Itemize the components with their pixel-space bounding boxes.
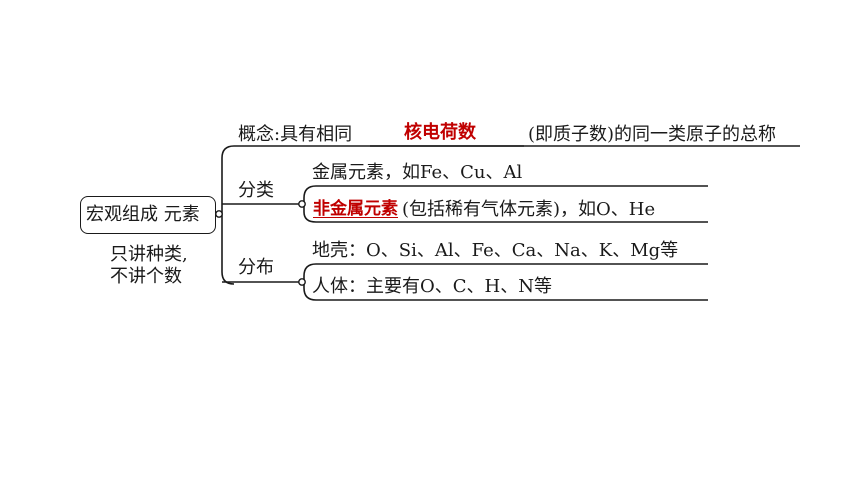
classification-node-dot [298,200,306,208]
root-node-dot [215,210,223,218]
classification-item2-rest: (包括稀有气体元素)，如O、He [402,199,656,220]
distribution-item1: 地壳：O、Si、Al、Fe、Ca、Na、K、Mg等 [312,240,679,261]
main-trunk [221,145,235,285]
root-node-box [80,196,216,234]
distribution-item2: 人体：主要有O、C、H、N等 [312,276,552,297]
root-node-label: 宏观组成 元素 [86,204,200,225]
distribution-node-dot [298,278,306,286]
distribution-label: 分布 [238,257,274,278]
classification-item2-answer: 非金属元素 [313,199,398,219]
classification-item1: 金属元素，如Fe、Cu、Al [312,162,523,183]
concept-suffix: (即质子数)的同一类原子的总称 [528,124,777,145]
concept-prefix: 概念:具有相同 [238,124,353,145]
root-note-line2: 不讲个数 [110,266,182,287]
concept-answer: 核电荷数 [404,122,476,143]
root-note-line1: 只讲种类, [110,244,188,265]
classification-label: 分类 [238,180,274,201]
